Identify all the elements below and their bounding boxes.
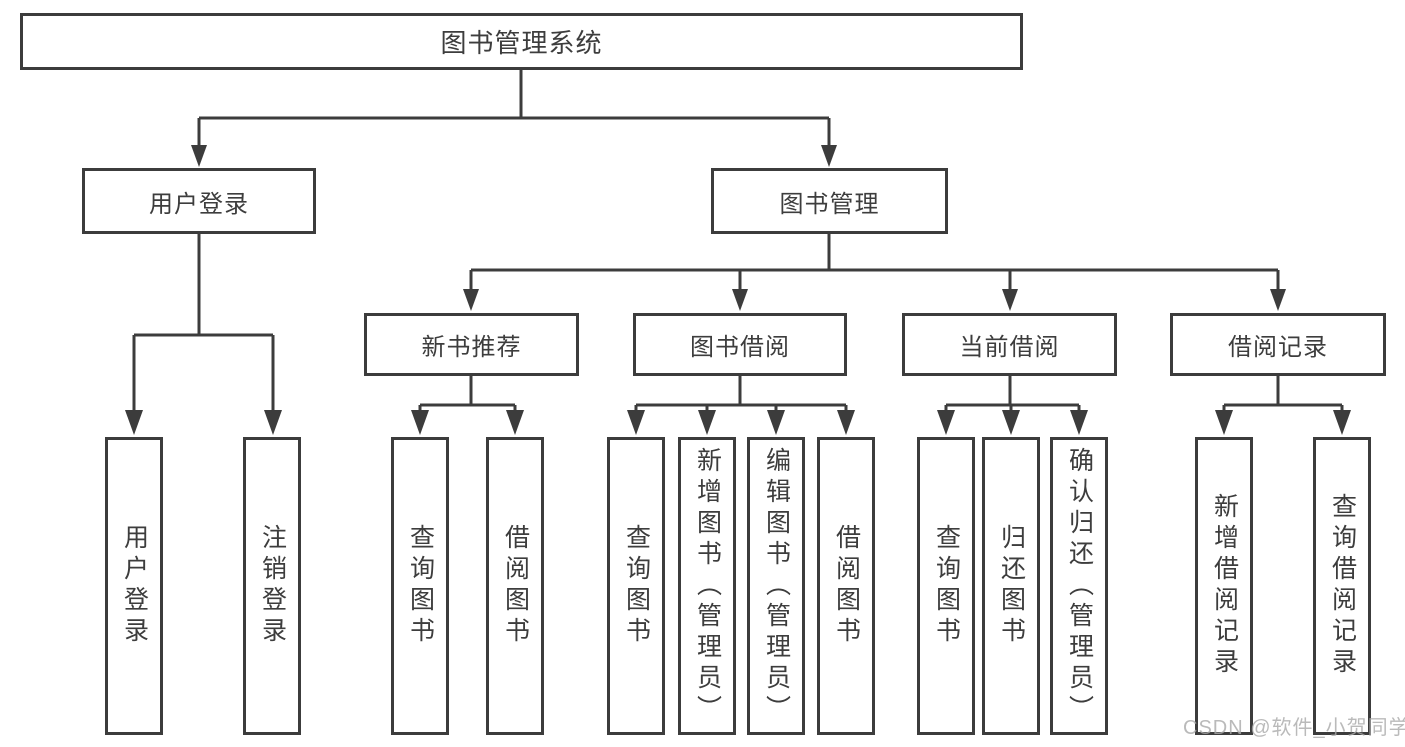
leaf-add-book-admin: 新增图书（管理员）: [678, 437, 736, 735]
csdn-watermark: CSDN @软件_小贺同学: [1183, 717, 1405, 739]
connector-newbook-to-leaves: [411, 376, 524, 435]
leaf-add-borrow-record-label: 新增借阅记录: [1210, 493, 1239, 679]
leaf-user-login: 用户登录: [105, 437, 163, 735]
leaf-user-login-label: 用户登录: [120, 524, 149, 648]
leaf-add-book-admin-label: 新增图书（管理员）: [693, 446, 722, 726]
leaf-edit-book-admin: 编辑图书（管理员）: [747, 437, 805, 735]
leaf-return-book: 归还图书: [982, 437, 1040, 735]
connector-borrowrecord-to-leaves: [1215, 376, 1351, 435]
connector-userlogin-to-leaves: [125, 234, 282, 435]
leaf-logout-label: 注销登录: [258, 524, 287, 648]
connector-bookmgmt-to-level3: [463, 234, 1286, 311]
leaf-query-books-current-label: 查询图书: [932, 524, 961, 648]
leaf-query-borrow-record: 查询借阅记录: [1313, 437, 1371, 735]
leaf-confirm-return-admin: 确认归还（管理员）: [1050, 437, 1108, 735]
leaf-query-books-recommend-label: 查询图书: [406, 524, 435, 648]
node-borrow-records: 借阅记录: [1170, 313, 1386, 376]
node-book-borrow: 图书借阅: [633, 313, 847, 376]
node-book-management: 图书管理: [711, 168, 948, 234]
leaf-confirm-return-admin-label: 确认归还（管理员）: [1065, 446, 1094, 726]
connector-currentborrow-to-leaves: [937, 376, 1088, 435]
leaf-return-book-label: 归还图书: [997, 524, 1026, 648]
leaf-borrow-books-borrow-label: 借阅图书: [832, 524, 861, 648]
leaf-query-books-borrow: 查询图书: [607, 437, 665, 735]
leaf-query-books-recommend: 查询图书: [391, 437, 449, 735]
leaf-edit-book-admin-label: 编辑图书（管理员）: [762, 446, 791, 726]
node-current-borrow: 当前借阅: [902, 313, 1117, 376]
leaf-borrow-books-borrow: 借阅图书: [817, 437, 875, 735]
leaf-borrow-books-recommend: 借阅图书: [486, 437, 544, 735]
node-root-library-system: 图书管理系统: [20, 13, 1023, 70]
leaf-query-books-current: 查询图书: [917, 437, 975, 735]
leaf-query-borrow-record-label: 查询借阅记录: [1328, 493, 1357, 679]
connector-bookborrow-to-leaves: [627, 376, 855, 435]
connector-root-to-level2: [191, 70, 837, 167]
leaf-query-books-borrow-label: 查询图书: [622, 524, 651, 648]
leaf-logout: 注销登录: [243, 437, 301, 735]
node-user-login: 用户登录: [82, 168, 316, 234]
node-new-book-recommend: 新书推荐: [364, 313, 579, 376]
leaf-add-borrow-record: 新增借阅记录: [1195, 437, 1253, 735]
leaf-borrow-books-recommend-label: 借阅图书: [501, 524, 530, 648]
